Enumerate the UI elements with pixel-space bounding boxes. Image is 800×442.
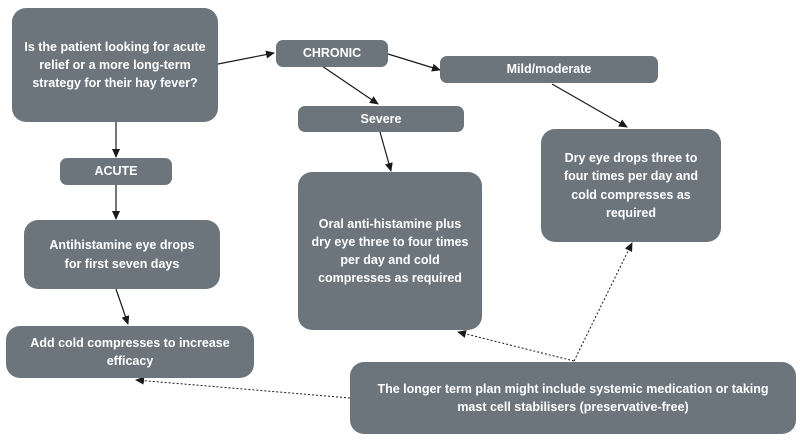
question-text: Is the patient looking for acute relief … [24,39,206,91]
arrow-severe-to-oral [379,131,393,172]
chronic-node: CHRONIC [276,40,388,67]
cold-compresses-node: Add cold compresses to increase efficacy [6,326,254,378]
question-node: Is the patient looking for acute relief … [12,8,218,122]
arrow-question-to-chronic [217,50,275,65]
oral-antihistamine-text: Oral anti-histamine plus dry eye three t… [311,216,469,286]
arrow-chronic-to-mild [387,53,441,72]
arrow-longterm-to-compresses [135,376,351,399]
arrow-longterm-to-oral [457,330,575,362]
severe-label: Severe [360,111,402,126]
arrow-longterm-to-dry-eye [573,242,633,362]
arrow-antihistamine-to-compresses [115,288,130,325]
antihistamine-drops-text: Antihistamine eye drops for first seven … [49,238,195,271]
antihistamine-drops-node: Antihistamine eye drops for first seven … [24,220,220,289]
chronic-label: CHRONIC [302,46,362,61]
arrow-mild-to-dry-eye [551,83,628,128]
acute-node: ACUTE [60,158,172,185]
dry-eye-drops-node: Dry eye drops three to four times per da… [541,129,721,242]
cold-compresses-text: Add cold compresses to increase efficacy [30,335,230,368]
dry-eye-drops-text: Dry eye drops three to four times per da… [563,151,699,220]
long-term-plan-node: The longer term plan might include syste… [350,362,796,434]
long-term-plan-text: The longer term plan might include syste… [377,381,769,414]
mild-moderate-label: Mild/moderate [506,62,592,77]
severe-node: Severe [298,106,464,132]
arrow-chronic-to-severe [321,65,379,105]
oral-antihistamine-node: Oral anti-histamine plus dry eye three t… [298,172,482,330]
mild-moderate-node: Mild/moderate [440,56,658,83]
acute-label: ACUTE [94,164,138,179]
